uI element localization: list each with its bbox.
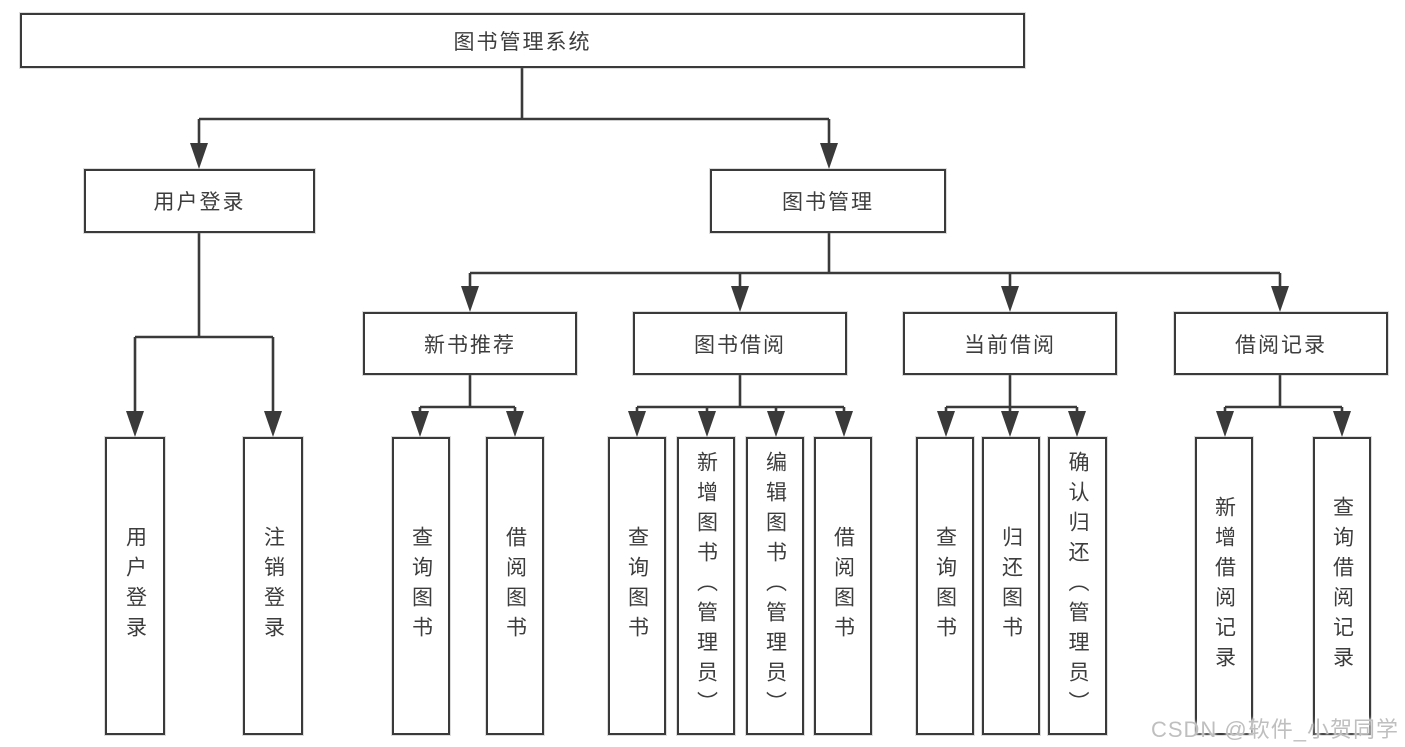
leaf-add-borrow-record: 新增借阅记录: [1195, 437, 1253, 735]
leaf-query-books-current: 查询图书: [916, 437, 974, 735]
node-label: 当前借阅: [964, 333, 1056, 357]
node-book-management: 图书管理: [710, 169, 946, 233]
node-book-borrowing: 图书借阅: [633, 312, 847, 375]
node-label: 编辑图书（管理员）: [763, 451, 787, 721]
node-label: 查询图书: [409, 526, 433, 646]
node-label: 查询借阅记录: [1330, 496, 1354, 676]
leaf-logout: 注销登录: [243, 437, 303, 735]
leaf-edit-books-admin: 编辑图书（管理员）: [746, 437, 804, 735]
node-label: 借阅图书: [831, 526, 855, 646]
node-label: 新书推荐: [424, 333, 516, 357]
leaf-return-books: 归还图书: [982, 437, 1040, 735]
node-label: 图书管理系统: [453, 30, 592, 54]
node-label: 图书管理: [782, 191, 874, 214]
leaf-user-login: 用户登录: [105, 437, 165, 735]
node-label: 用户登录: [153, 191, 246, 214]
leaf-query-borrow-record: 查询借阅记录: [1313, 437, 1371, 735]
node-library-management-system: 图书管理系统: [20, 13, 1025, 68]
leaf-query-books-recommend: 查询图书: [392, 437, 450, 735]
node-label: 确认归还（管理员）: [1066, 451, 1089, 721]
node-label: 借阅记录: [1235, 333, 1327, 357]
node-label: 图书借阅: [694, 333, 786, 357]
watermark: CSDN @软件_小贺同学: [1150, 717, 1399, 742]
arrowheads: [126, 143, 1351, 437]
node-label: 查询图书: [933, 526, 957, 646]
node-label: 查询图书: [625, 526, 649, 646]
leaf-borrow-books: 借阅图书: [814, 437, 872, 735]
node-label: 用户登录: [123, 526, 147, 646]
node-label: 注销登录: [261, 526, 285, 646]
node-label: 归还图书: [999, 526, 1023, 646]
node-borrowing-records: 借阅记录: [1174, 312, 1388, 375]
leaf-query-books-borrowing: 查询图书: [608, 437, 666, 735]
node-label: 借阅图书: [503, 526, 527, 646]
node-user-login-branch: 用户登录: [84, 169, 315, 233]
connector-line-paths: [133, 68, 1344, 413]
node-label: 新增图书（管理员）: [694, 451, 718, 721]
node-current-borrowing: 当前借阅: [903, 312, 1117, 375]
leaf-confirm-return-admin: 确认归还（管理员）: [1048, 437, 1107, 735]
leaf-borrow-books-recommend: 借阅图书: [486, 437, 544, 735]
leaf-add-books-admin: 新增图书（管理员）: [677, 437, 735, 735]
node-label: 新增借阅记录: [1212, 496, 1236, 676]
node-new-book-recommendation: 新书推荐: [363, 312, 577, 375]
